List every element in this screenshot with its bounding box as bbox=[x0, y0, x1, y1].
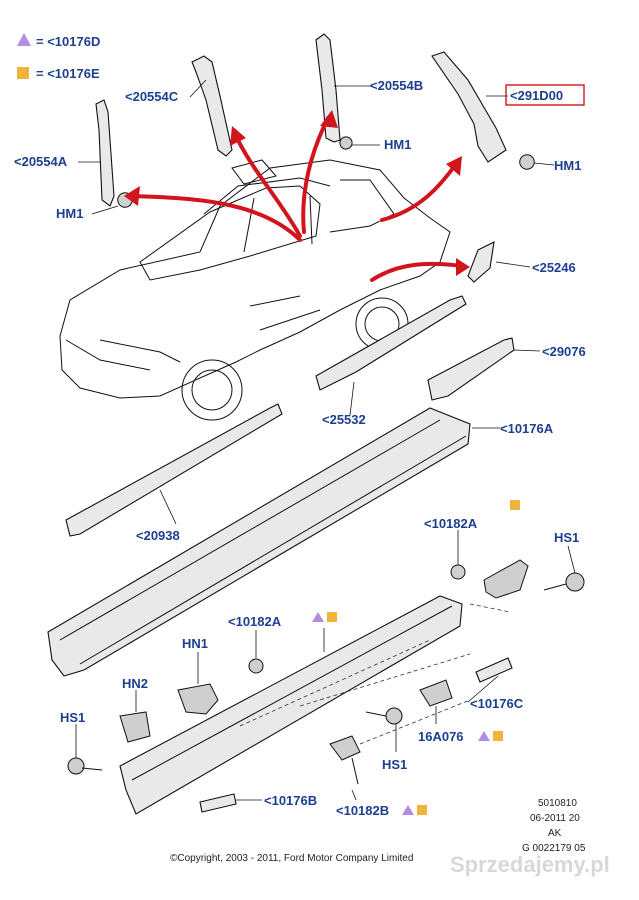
lower-panel-edge bbox=[131, 605, 453, 781]
rocker-panel-10176A bbox=[47, 407, 471, 677]
triangle-icon bbox=[478, 731, 490, 741]
label-25246: <25246 bbox=[532, 260, 576, 275]
label-symbols bbox=[312, 500, 520, 815]
arrow-to-25246 bbox=[370, 261, 464, 282]
screw-hs1-right-head bbox=[565, 572, 585, 592]
label-hm1-a: HM1 bbox=[56, 206, 83, 221]
label-20554A: <20554A bbox=[14, 154, 68, 169]
clip-hn2 bbox=[119, 711, 151, 743]
arrowhead-a bbox=[124, 186, 140, 206]
square-icon bbox=[493, 731, 503, 741]
screw-hs1-left-shaft bbox=[81, 767, 103, 771]
label-25532: <25532 bbox=[322, 412, 366, 427]
arrowhead-d bbox=[446, 156, 462, 176]
part-labels: <20554C <20554B <291D00 <20554A HM1 HM1 … bbox=[14, 78, 586, 818]
label-291D00: <291D00 bbox=[510, 88, 563, 103]
clip-10182B-stem bbox=[351, 757, 359, 785]
label-20554B: <20554B bbox=[370, 78, 423, 93]
label-hs1-right: HS1 bbox=[554, 530, 579, 545]
screw-hs1-left-head bbox=[67, 757, 85, 775]
pillar-trims bbox=[95, 33, 535, 208]
front-hub bbox=[191, 369, 233, 411]
ref-line-4: G 0022179 05 bbox=[522, 843, 586, 854]
pillar-trim-20554C bbox=[191, 55, 233, 157]
label-10182A-2: <10182A bbox=[228, 614, 282, 629]
label-hn1: HN1 bbox=[182, 636, 208, 651]
label-20938: <20938 bbox=[136, 528, 180, 543]
side-moldings bbox=[47, 241, 515, 815]
arrowhead-b bbox=[320, 110, 338, 128]
legend: = <10176D = <10176E bbox=[17, 33, 100, 81]
triangle-icon bbox=[402, 805, 414, 815]
arrow-to-20554C bbox=[234, 134, 302, 238]
arrow-to-20554B bbox=[301, 116, 330, 234]
legend-square-text: = <10176E bbox=[36, 66, 100, 81]
label-hm1-b: HM1 bbox=[384, 137, 411, 152]
clip-10182A-1 bbox=[450, 564, 466, 580]
label-10176A: <10176A bbox=[500, 421, 554, 436]
car-pillars bbox=[243, 179, 395, 253]
arrowhead-e bbox=[456, 258, 470, 276]
pillar-trim-20554A bbox=[95, 99, 115, 207]
molding-25246 bbox=[467, 241, 495, 283]
bracket-10182A bbox=[483, 559, 529, 599]
rocker-lower-panel bbox=[119, 595, 463, 815]
label-hn2: HN2 bbox=[122, 676, 148, 691]
square-icon bbox=[17, 67, 29, 79]
clip-10182B bbox=[329, 735, 361, 761]
label-10176C: <10176C bbox=[470, 696, 524, 711]
ref-line-3: AK bbox=[548, 828, 562, 839]
sill-plate-20938 bbox=[65, 403, 283, 537]
ref-line-1: 5010810 bbox=[538, 798, 577, 809]
strip-10176C bbox=[475, 657, 513, 683]
callout-box-291D00 bbox=[505, 84, 585, 106]
car-details bbox=[65, 295, 321, 371]
car-body bbox=[59, 159, 451, 399]
legend-triangle-text: = <10176D bbox=[36, 34, 100, 49]
arrowhead-c bbox=[230, 126, 246, 146]
strip-10176B bbox=[199, 793, 237, 813]
label-hs1-left: HS1 bbox=[60, 710, 85, 725]
front-wheel bbox=[181, 359, 243, 421]
arrow-to-20554A bbox=[128, 194, 302, 242]
molding-29076 bbox=[427, 337, 515, 401]
label-10182A-1: <10182A bbox=[424, 516, 478, 531]
callout-arrows bbox=[124, 110, 470, 282]
car-windows bbox=[139, 185, 321, 281]
molding-25532 bbox=[315, 295, 467, 391]
label-hm1-c: HM1 bbox=[554, 158, 581, 173]
label-20554C: <20554C bbox=[125, 89, 179, 104]
arrow-to-291D00 bbox=[380, 162, 458, 222]
clip-hm1-c bbox=[519, 154, 535, 170]
screw-hs1-right-shaft bbox=[543, 583, 567, 591]
square-icon bbox=[327, 612, 337, 622]
clip-hm1-b bbox=[339, 136, 353, 150]
square-icon bbox=[417, 805, 427, 815]
label-10176B: <10176B bbox=[264, 793, 317, 808]
label-16A076: 16A076 bbox=[418, 729, 464, 744]
pillar-trim-291D00 bbox=[431, 51, 507, 163]
leader-lines bbox=[75, 79, 576, 801]
label-hs1-mid: HS1 bbox=[382, 757, 407, 772]
copyright: ©Copyright, 2003 - 2011, Ford Motor Comp… bbox=[170, 853, 413, 864]
label-29076: <29076 bbox=[542, 344, 586, 359]
nut-hn1 bbox=[177, 683, 219, 715]
rocker-edge-lines bbox=[59, 419, 467, 665]
triangle-icon bbox=[312, 612, 324, 622]
screw-hs1-mid-head bbox=[385, 707, 403, 725]
clip-16A076 bbox=[419, 679, 453, 707]
fasteners bbox=[67, 559, 585, 813]
clip-10182A-2 bbox=[248, 658, 264, 674]
square-icon bbox=[510, 500, 520, 510]
label-10182B: <10182B bbox=[336, 803, 389, 818]
footer: 5010810 06-2011 20 AK G 0022179 05 ©Copy… bbox=[170, 798, 610, 877]
screw-hs1-mid-shaft bbox=[365, 711, 387, 717]
watermark: Sprzedajemy.pl bbox=[450, 852, 610, 877]
pillar-trim-20554B bbox=[315, 33, 341, 143]
ref-line-2: 06-2011 20 bbox=[530, 813, 580, 824]
car-roof-line bbox=[203, 177, 331, 215]
triangle-icon bbox=[17, 33, 31, 46]
